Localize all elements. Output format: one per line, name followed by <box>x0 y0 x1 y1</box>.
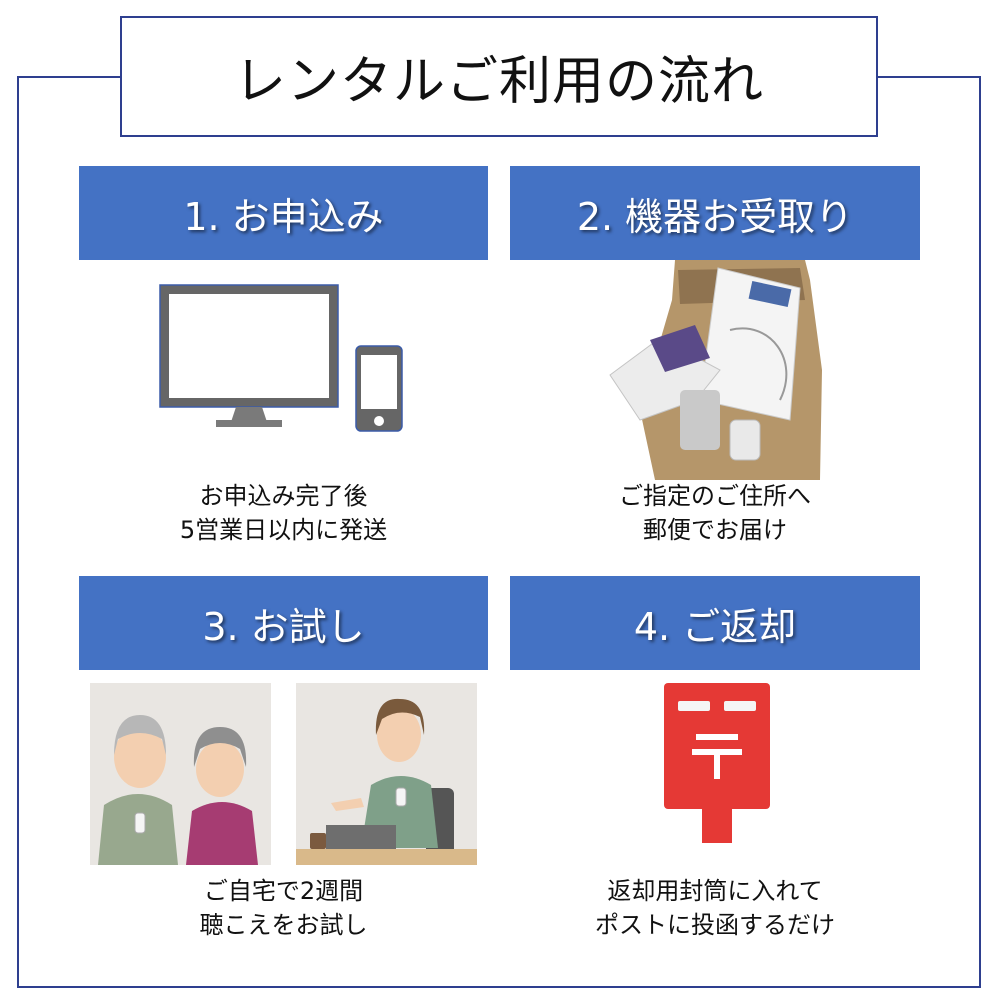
step-4-heading: 4. ご返却 <box>510 576 920 670</box>
step-4-caption: 返却用封筒に入れて ポストに投函するだけ <box>510 874 920 942</box>
step-1-caption-line2: 5営業日以内に発送 <box>179 516 388 544</box>
step-3-caption-line1: ご自宅で2週間 <box>203 877 364 905</box>
step-1-caption-line1: お申込み完了後 <box>199 482 368 510</box>
operator-illustration <box>296 683 477 865</box>
postbox-icon <box>664 683 770 843</box>
step-1-heading: 1. お申込み <box>79 166 488 260</box>
elderly-couple-illustration <box>90 683 271 865</box>
step-2-caption: ご指定のご住所へ 郵便でお届け <box>510 479 920 547</box>
step-2-caption-line1: ご指定のご住所へ <box>619 482 811 510</box>
step-1-caption: お申込み完了後 5営業日以内に発送 <box>79 479 488 547</box>
title-box: レンタルご利用の流れ <box>120 16 878 137</box>
package-photo <box>609 260 822 480</box>
step-3-caption: ご自宅で2週間 聴こえをお試し <box>79 874 488 942</box>
step-3-heading: 3. お試し <box>79 576 488 670</box>
smartphone-icon <box>355 345 403 432</box>
step-4-caption-line2: ポストに投函するだけ <box>595 911 835 939</box>
step-2-caption-line2: 郵便でお届け <box>643 516 787 544</box>
step-3-caption-line2: 聴こえをお試し <box>199 911 368 939</box>
step-4-caption-line1: 返却用封筒に入れて <box>607 877 823 905</box>
step-2-heading: 2. 機器お受取り <box>510 166 920 260</box>
page-title: レンタルご利用の流れ <box>233 52 764 112</box>
monitor-icon <box>159 284 403 432</box>
